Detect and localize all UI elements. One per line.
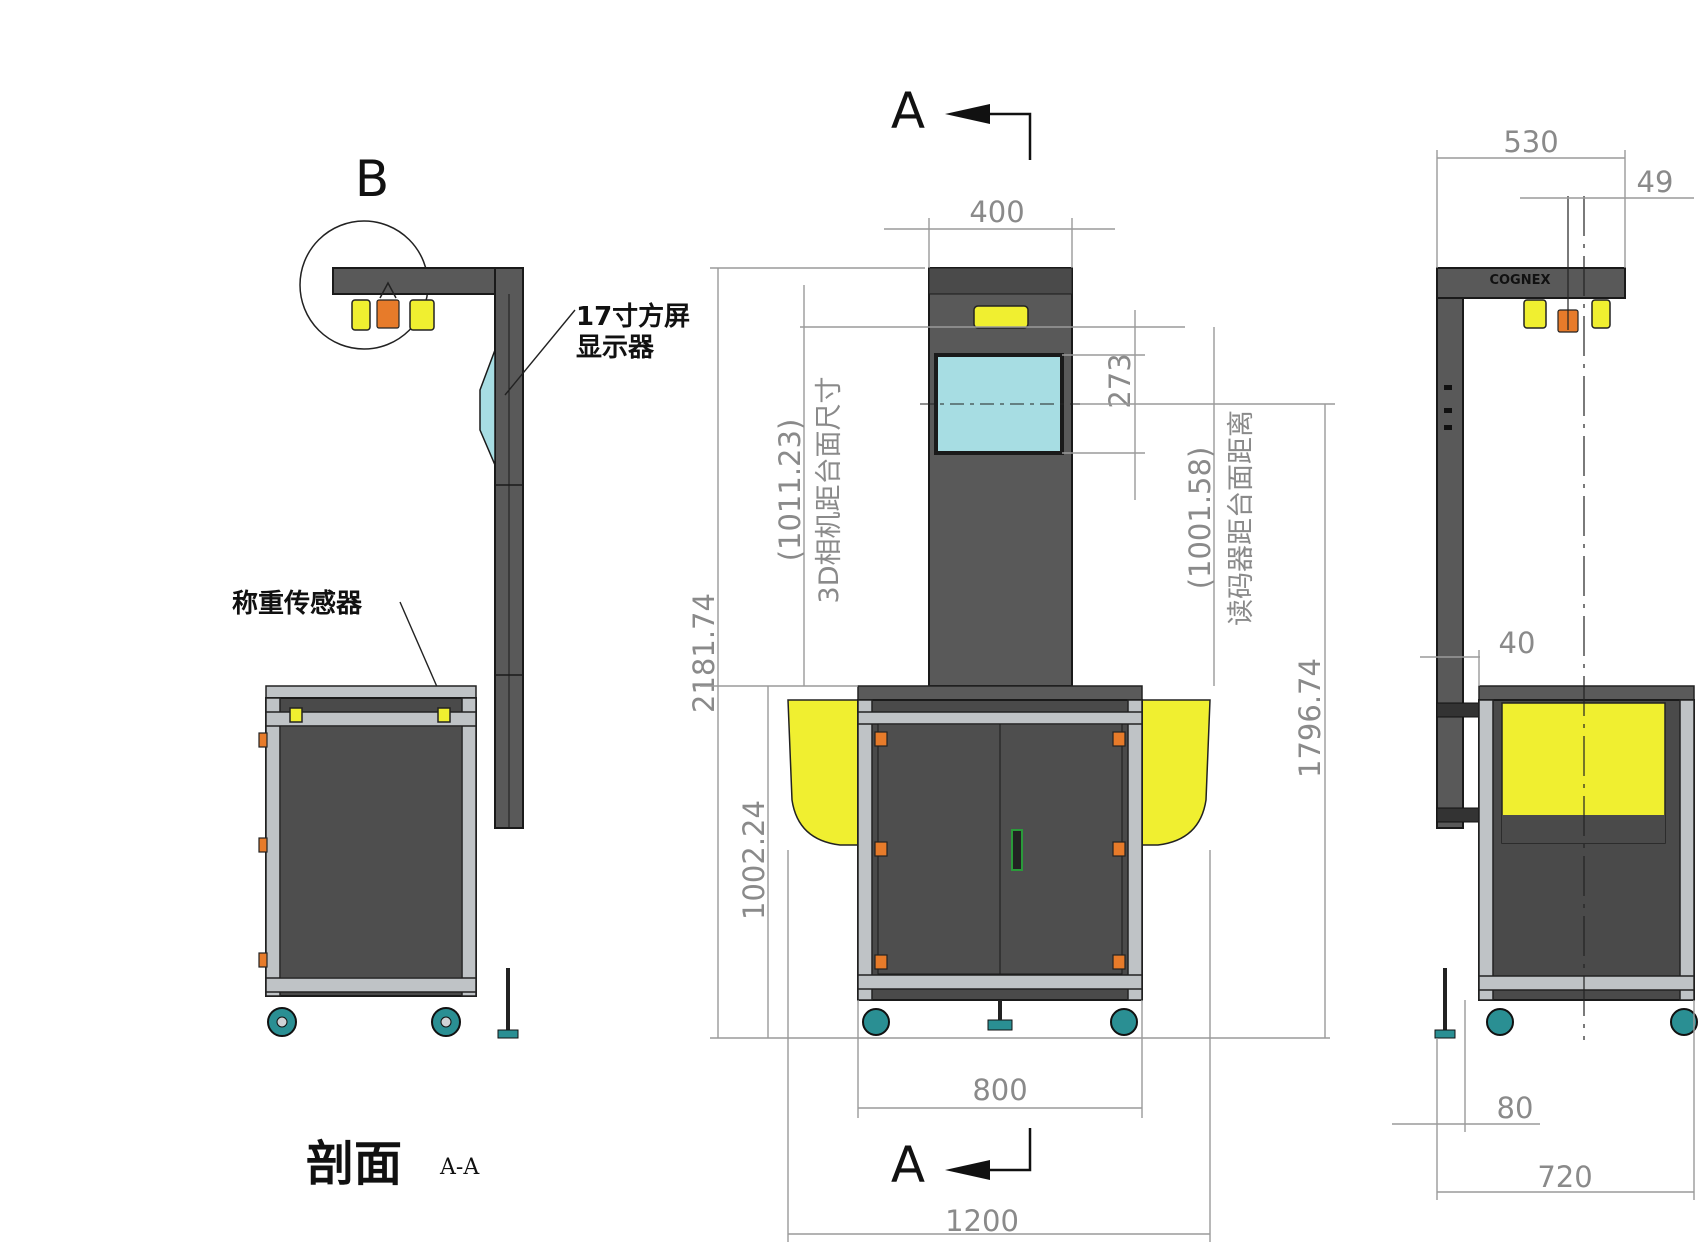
section-arrow-bottom — [985, 1128, 1032, 1172]
side-brand-logo: COGNEX — [1489, 273, 1550, 288]
scanner-1 — [351, 299, 371, 331]
dim-800: 800 — [972, 1073, 1027, 1107]
cabinet-rail — [265, 977, 477, 993]
section-marker-bottom: A — [891, 1136, 925, 1194]
hinge — [874, 731, 888, 747]
load-cell-left — [289, 707, 303, 723]
section-arrowhead-top — [945, 104, 990, 124]
section-arrow-top — [985, 112, 1032, 160]
load-cell-right — [437, 707, 451, 723]
dim-40: 40 — [1499, 626, 1536, 660]
clamp — [258, 732, 268, 748]
dim-1200: 1200 — [945, 1204, 1019, 1238]
side-bracket — [1436, 702, 1480, 718]
section-title: 剖面 — [306, 1136, 402, 1192]
dim-1011-23: (1011.23) — [773, 419, 807, 562]
front-view: A A — [687, 82, 1335, 1242]
cabinet-rail — [857, 711, 1143, 725]
screen-callout-line1: 17寸方屏 — [576, 301, 690, 332]
side-column — [1436, 267, 1464, 829]
caster-wheel — [862, 1008, 890, 1036]
leveling-foot — [497, 1029, 519, 1039]
caster-hub — [440, 1016, 452, 1028]
dim-1002-24: 1002.24 — [737, 800, 771, 920]
side-bracket — [1436, 807, 1480, 823]
detail-b-letter: B — [355, 150, 389, 208]
door-lock — [1011, 829, 1023, 871]
cabinet-panel — [279, 725, 463, 979]
screen-callout-line2: 显示器 — [576, 333, 655, 363]
dim-80: 80 — [1497, 1091, 1534, 1125]
section-view-a-a: B — [232, 150, 690, 1192]
cabinet-post — [857, 699, 873, 1001]
dim-1796-74: 1796.74 — [1293, 658, 1327, 778]
front-header — [928, 267, 1073, 295]
loadcell-callout: 称重传感器 — [232, 589, 363, 619]
screen-leader — [504, 309, 576, 396]
scanner-2 — [409, 299, 435, 331]
hinge — [1112, 731, 1126, 747]
camera-mount — [379, 281, 397, 299]
caster-wheel — [1110, 1008, 1138, 1036]
top-arm — [332, 267, 524, 295]
caster-wheel — [1486, 1008, 1514, 1036]
dim-1001-58: (1001.58) — [1183, 447, 1217, 590]
caster-wheel — [1670, 1008, 1698, 1036]
dim-720: 720 — [1537, 1160, 1592, 1194]
section-marker-top: A — [891, 82, 925, 140]
side-table-top — [1478, 685, 1695, 701]
caster-hub — [276, 1016, 288, 1028]
front-column — [928, 267, 1073, 687]
leveling-foot — [987, 1019, 1013, 1031]
table-top-side — [265, 685, 477, 699]
front-table-top — [857, 685, 1143, 701]
camera-height-label: 3D相机距台面尺寸 — [814, 377, 845, 604]
cabinet-rail — [1478, 975, 1695, 991]
column-mark — [1444, 408, 1452, 413]
table-wing-right — [1139, 699, 1211, 846]
side-view: COGNEX 530 49 40 — [1392, 125, 1698, 1200]
section-subtitle: A-A — [439, 1155, 480, 1180]
cabinet-post — [1679, 699, 1695, 1001]
hinge — [1112, 954, 1126, 970]
dim-2181-74: 2181.74 — [687, 593, 721, 713]
reader-height-label: 读码器距台面距离 — [1226, 410, 1257, 626]
hinge — [1112, 841, 1126, 857]
side-top-arm — [1436, 267, 1626, 299]
cabinet-post — [461, 697, 477, 997]
hinge — [874, 841, 888, 857]
front-scanner — [973, 305, 1029, 329]
cabinet-post — [265, 697, 281, 997]
dim-530: 530 — [1503, 125, 1558, 159]
cabinet-post — [1127, 699, 1143, 1001]
screen-side-profile — [479, 349, 496, 466]
dim-49: 49 — [1637, 165, 1674, 199]
section-arrowhead-bottom — [945, 1160, 990, 1180]
cabinet-door-left — [877, 723, 1001, 975]
dim-400: 400 — [969, 195, 1024, 229]
column-mark — [1444, 385, 1452, 390]
hinge — [874, 954, 888, 970]
cabinet-rail — [857, 974, 1143, 990]
leveling-foot — [1434, 1029, 1456, 1039]
clamp — [258, 952, 268, 968]
table-wing-left — [787, 699, 859, 846]
cabinet-post — [1478, 699, 1494, 1001]
camera-3d — [376, 299, 400, 329]
column-mark — [1444, 425, 1452, 430]
clamp — [258, 837, 268, 853]
side-scanner-1 — [1523, 299, 1547, 329]
dim-273: 273 — [1103, 353, 1137, 408]
side-scanner-2 — [1591, 299, 1611, 329]
